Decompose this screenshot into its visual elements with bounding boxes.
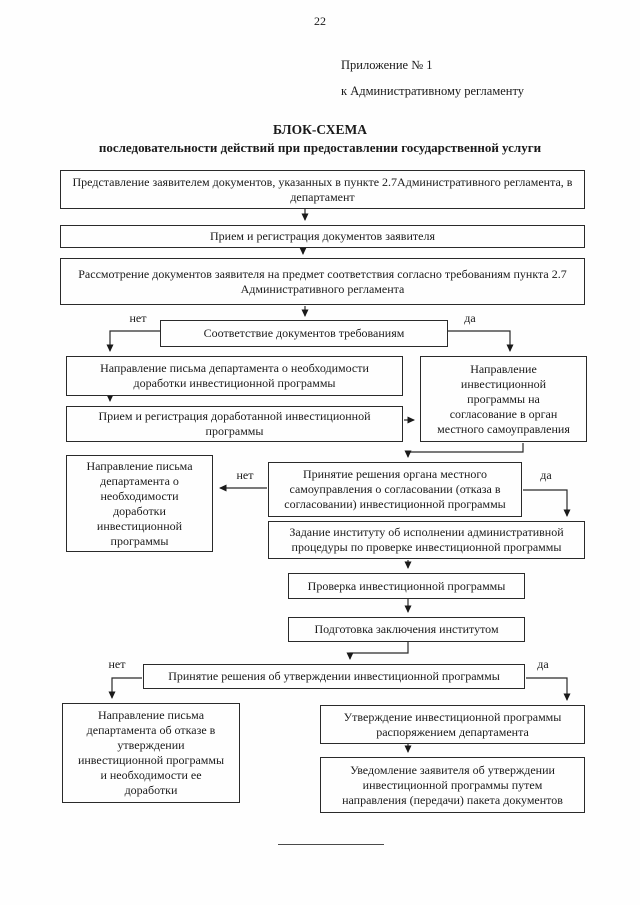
edge-approval-no	[108, 677, 142, 699]
branch-label-yes-3: да	[537, 657, 549, 671]
box-letter-need-rework: Направление письма департамента о необхо…	[66, 356, 403, 396]
edge-localdecision-yes	[523, 489, 571, 517]
box-receive-register: Прием и регистрация документов заявителя	[60, 225, 585, 248]
footer-divider-line	[278, 844, 384, 845]
branch-label-no-1: нет	[129, 311, 147, 325]
annex-heading-line2: к Административному регламенту	[341, 84, 525, 98]
edge-conclusion-to-approval	[346, 642, 409, 660]
page-number: 22	[314, 14, 326, 28]
document-subtitle: последовательности действий при предоста…	[98, 140, 542, 155]
edge-approval-yes	[526, 677, 571, 701]
box-applicant-notification: Уведомление заявителя об утверждении инв…	[320, 757, 585, 813]
branch-label-no-2: нет	[236, 468, 254, 482]
annex-heading-line1: Приложение № 1	[341, 58, 433, 72]
box-letter-need-rework-2: Направление письма департамента о необхо…	[66, 455, 213, 552]
box-institute-conclusion: Подготовка заключения институтом	[288, 617, 525, 642]
box-submit-documents: Представление заявителем документов, ука…	[60, 170, 585, 209]
edge-compliance-no	[106, 330, 160, 352]
box-refusal-letter: Направление письма департамента об отказ…	[62, 703, 240, 803]
decision-local-gov: Принятие решения органа местного самоупр…	[268, 462, 522, 517]
box-institute-task: Задание институту об исполнении админист…	[268, 521, 585, 559]
box-review-documents: Рассмотрение документов заявителя на пре…	[60, 258, 585, 305]
box-receive-reworked-program: Прием и регистрация доработанной инвести…	[66, 406, 403, 442]
box-program-check: Проверка инвестиционной программы	[288, 573, 525, 599]
branch-label-yes-1: да	[464, 311, 476, 325]
edge-sendgov-to-localdecision	[404, 443, 524, 458]
decision-docs-compliance: Соответствие документов требованиям	[160, 320, 448, 347]
branch-label-yes-2: да	[540, 468, 552, 482]
document-title: БЛОК-СХЕМА	[272, 122, 368, 137]
edge-compliance-yes	[448, 330, 514, 352]
branch-label-no-3: нет	[108, 657, 126, 671]
box-approval-order: Утверждение инвестиционной программы рас…	[320, 705, 585, 744]
decision-approval: Принятие решения об утверждении инвестиц…	[143, 664, 525, 689]
box-send-to-local-gov: Направление инвестиционной программы на …	[420, 356, 587, 442]
